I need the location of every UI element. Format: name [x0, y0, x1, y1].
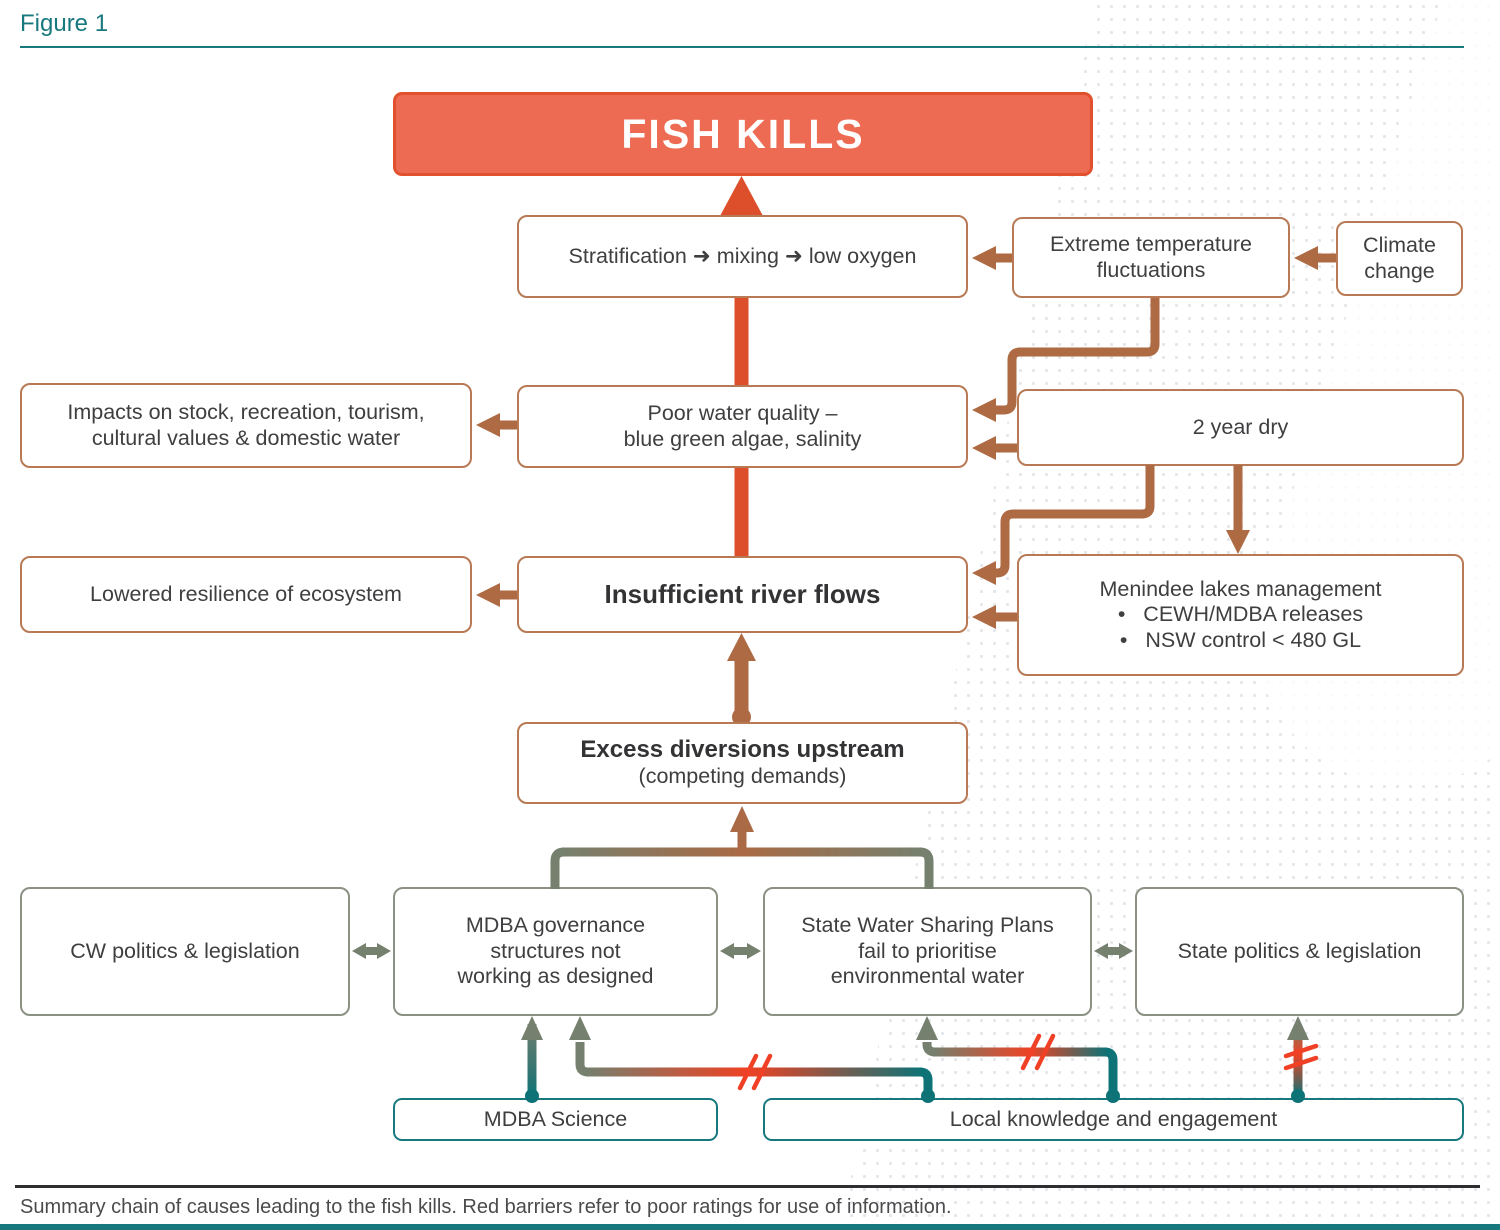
arrow-dry-to-insufficient — [972, 465, 1155, 585]
double-arrow-statewater-statepolitics — [1094, 943, 1133, 959]
arrow-local-to-state-water — [916, 1016, 1120, 1103]
arrow-local-to-state-politics — [1283, 1016, 1319, 1103]
arrow-insufficient-to-lowered — [476, 583, 517, 607]
arrow-science-to-mdba-governance — [521, 1016, 543, 1103]
figure-caption: Summary chain of causes leading to the f… — [20, 1196, 952, 1218]
figure-title-rule — [20, 46, 1464, 48]
bottom-teal-bar — [0, 1224, 1500, 1230]
arrow-extreme-to-poor-water — [972, 298, 1160, 422]
figure-label: Figure 1 — [20, 10, 109, 37]
double-arrow-mdba-statewater — [720, 943, 761, 959]
barrier-slashes — [1283, 1043, 1319, 1071]
arrow-dry-to-poor-water — [972, 436, 1017, 460]
arrow-extreme-to-stratification — [972, 246, 1012, 270]
double-arrow-cw-mdba — [352, 943, 391, 959]
arrow-local-to-mdba-governance — [569, 1016, 935, 1103]
barrier-slashes — [737, 1053, 773, 1091]
arrow-climate-to-extreme — [1294, 246, 1336, 270]
barrier-slashes — [1020, 1033, 1056, 1071]
arrow-menindee-to-insufficient — [972, 605, 1017, 629]
spine-brown-arrow — [727, 633, 756, 727]
arrow-dry-to-menindee — [1226, 465, 1250, 554]
arrow-poor-water-to-impacts — [476, 413, 517, 437]
caption-rule — [15, 1185, 1480, 1188]
merge-connector-to-excess — [550, 806, 934, 889]
